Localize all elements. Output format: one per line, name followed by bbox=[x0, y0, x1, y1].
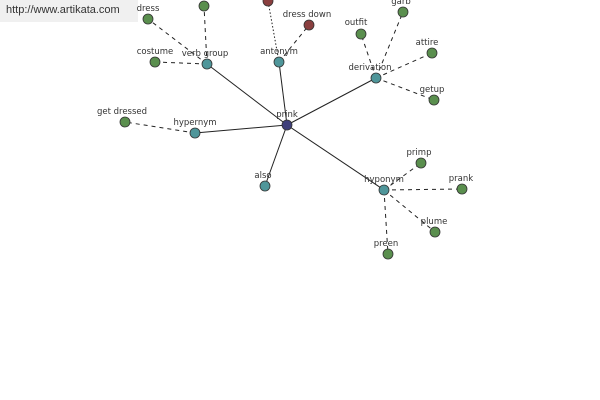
label-get-dressed: get dressed bbox=[97, 107, 147, 117]
label-hyponym: hyponym bbox=[364, 175, 404, 185]
node-preen[interactable] bbox=[382, 248, 394, 260]
node-hypernym[interactable] bbox=[189, 127, 201, 139]
node-antonym-top[interactable] bbox=[262, 0, 274, 7]
node-prink[interactable] bbox=[281, 119, 293, 131]
edge-verb-group-costume bbox=[154, 61, 208, 65]
labels: prink verb group antonym derivation hype… bbox=[97, 0, 473, 249]
node-get-dressed[interactable] bbox=[119, 116, 131, 128]
edge-derivation-getup bbox=[375, 77, 435, 101]
node-garb[interactable] bbox=[397, 6, 409, 18]
label-hypernym: hypernym bbox=[173, 118, 216, 128]
label-attire: attire bbox=[416, 38, 439, 48]
label-prank: prank bbox=[449, 174, 473, 184]
edge-prink-hypernym bbox=[194, 124, 288, 134]
node-attire[interactable] bbox=[426, 47, 438, 59]
label-verb-group: verb group bbox=[182, 49, 229, 59]
label-derivation: derivation bbox=[348, 63, 391, 73]
edge-prink-derivation bbox=[286, 77, 377, 126]
node-prank[interactable] bbox=[456, 183, 468, 195]
node-dress[interactable] bbox=[142, 13, 154, 25]
node-costume[interactable] bbox=[149, 56, 161, 68]
edge-hyponym-preen bbox=[383, 189, 389, 255]
label-preen: preen bbox=[374, 239, 399, 249]
edge-hyponym-prank bbox=[383, 188, 463, 191]
source-url-link[interactable]: http://www.artikata.com bbox=[0, 0, 138, 22]
label-outfit: outfit bbox=[345, 18, 368, 28]
node-hyponym[interactable] bbox=[378, 184, 390, 196]
nodes bbox=[119, 0, 468, 260]
label-dress-down: dress down bbox=[283, 10, 331, 20]
edge-prink-hyponym bbox=[286, 124, 385, 191]
label-garb: garb bbox=[391, 0, 411, 7]
label-costume: costume bbox=[137, 47, 174, 57]
node-also[interactable] bbox=[259, 180, 271, 192]
node-derivation[interactable] bbox=[370, 72, 382, 84]
edges bbox=[124, 0, 463, 255]
node-verb-group[interactable] bbox=[201, 58, 213, 70]
node-outfit[interactable] bbox=[355, 28, 367, 40]
node-verb-group-top[interactable] bbox=[198, 0, 210, 12]
edge-hypernym-get-dressed bbox=[124, 121, 196, 134]
label-dress: dress bbox=[137, 4, 160, 14]
edge-prink-antonym bbox=[278, 61, 288, 126]
node-getup[interactable] bbox=[428, 94, 440, 106]
edge-hyponym-plume bbox=[383, 189, 436, 233]
label-plume: plume bbox=[421, 217, 448, 227]
edge-derivation-attire bbox=[375, 52, 433, 79]
label-getup: getup bbox=[420, 85, 445, 95]
node-antonym[interactable] bbox=[273, 56, 285, 68]
label-also: also bbox=[254, 171, 271, 181]
edge-derivation-garb bbox=[375, 11, 404, 79]
node-dress-down[interactable] bbox=[303, 19, 315, 31]
label-antonym: antonym bbox=[260, 47, 298, 57]
node-plume[interactable] bbox=[429, 226, 441, 238]
edge-prink-also bbox=[264, 124, 288, 187]
label-primp: primp bbox=[407, 148, 432, 158]
node-primp[interactable] bbox=[415, 157, 427, 169]
label-prink: prink bbox=[276, 110, 298, 120]
edge-prink-verb-group bbox=[206, 63, 288, 126]
edge-verb-group-top bbox=[203, 5, 208, 65]
